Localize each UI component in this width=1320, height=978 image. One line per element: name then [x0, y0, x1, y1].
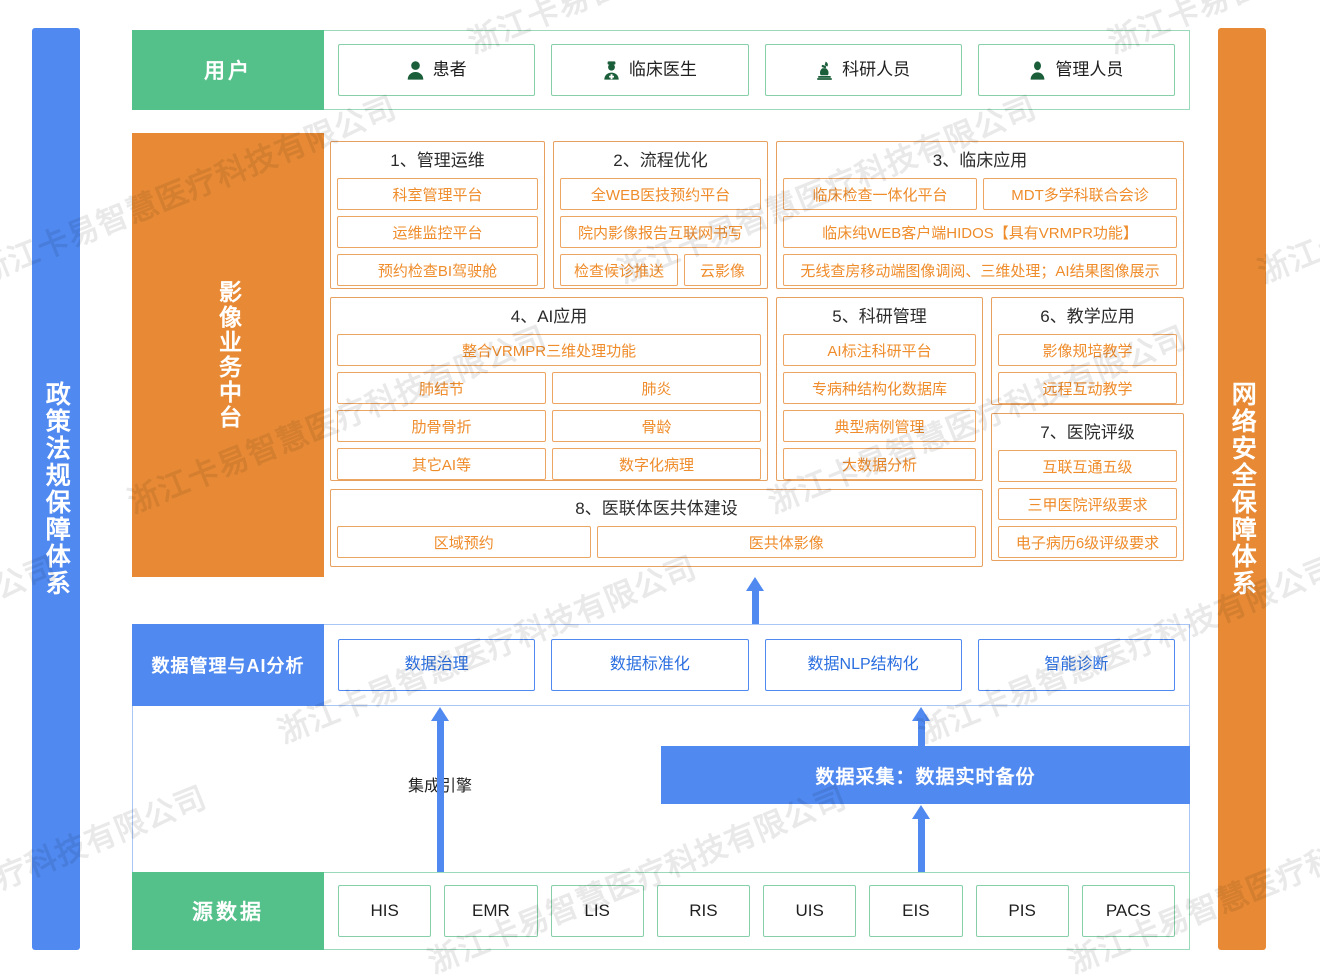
item-box[interactable]: 互联互通五级: [998, 450, 1177, 482]
item-box[interactable]: 整合VRMPR三维处理功能: [337, 334, 761, 366]
data-mgmt-chip-diagnosis[interactable]: 智能诊断: [977, 639, 1175, 691]
data-management-label-text: 数据管理与AI分析: [151, 656, 305, 676]
doctor-icon: [604, 60, 619, 80]
manager-icon: [1030, 60, 1045, 80]
user-chip-patient[interactable]: 患者: [338, 44, 536, 96]
arrow-source-to-dm-left: [431, 707, 449, 872]
item-box[interactable]: 全WEB医技预约平台: [560, 178, 761, 210]
item-box[interactable]: 骨龄: [552, 410, 761, 442]
data-mgmt-chip-nlp[interactable]: 数据NLP结构化: [764, 639, 962, 691]
user-chip-clinician[interactable]: 临床医生: [551, 44, 749, 96]
item-box[interactable]: 临床检查一体化平台: [783, 178, 977, 210]
item-box[interactable]: 专病种结构化数据库: [783, 372, 976, 404]
source-chip-uis[interactable]: UIS: [763, 885, 857, 937]
source-chip-lis[interactable]: LIS: [550, 885, 644, 937]
microscope-icon: [817, 61, 833, 80]
group-title: 6、教学应用: [1040, 307, 1135, 326]
data-collection-bar: 数据采集：数据实时备份: [661, 746, 1190, 804]
user-chip-researcher[interactable]: 科研人员: [764, 44, 962, 96]
data-management-label: 数据管理与AI分析: [132, 624, 324, 706]
item-box[interactable]: 肺结节: [337, 372, 546, 404]
data-collection-bar-label: 数据采集：数据实时备份: [815, 766, 1036, 788]
group-ai-application: 4、AI应用 整合VRMPR三维处理功能 肺结节 肺炎 肋骨骨折 骨龄 其它AI…: [330, 297, 768, 481]
imaging-midplatform-label: 影像业务中台: [132, 133, 324, 577]
arrow-source-to-collection: [912, 805, 930, 872]
source-chip-his[interactable]: HIS: [338, 885, 432, 937]
group-process-optimization: 2、流程优化 全WEB医技预约平台 院内影像报告互联网书写 检查候诊推送 云影像: [553, 141, 768, 289]
group-title: 5、科研管理: [832, 307, 927, 326]
group-teaching-application: 6、教学应用 影像规培教学 远程互动教学: [991, 297, 1184, 405]
user-row-label-text: 用户: [204, 60, 252, 83]
item-box[interactable]: 区域预约: [337, 526, 591, 558]
item-box[interactable]: 运维监控平台: [337, 216, 538, 248]
item-box[interactable]: 远程互动教学: [998, 372, 1177, 404]
group-title: 4、AI应用: [510, 307, 588, 326]
group-hospital-rating: 7、医院评级 互联互通五级 三甲医院评级要求 电子病历6级评级要求: [991, 413, 1184, 561]
source-data-row: HIS EMR LIS RIS UIS EIS PIS PACS: [324, 872, 1190, 950]
item-box[interactable]: 无线查房移动端图像调阅、三维处理；AI结果图像展示: [783, 254, 1177, 286]
group-title: 2、流程优化: [613, 151, 708, 170]
group-title: 7、医院评级: [1040, 423, 1135, 442]
item-box[interactable]: 肋骨骨折: [337, 410, 546, 442]
policy-regulation-pillar-label: 政策法规保障体系: [42, 381, 71, 597]
item-box[interactable]: 医共体影像: [596, 526, 976, 558]
user-chip-label: 患者: [432, 60, 467, 80]
source-data-label-text: 源数据: [192, 901, 264, 924]
item-box[interactable]: 典型病例管理: [783, 410, 976, 442]
user-chip-label: 临床医生: [628, 60, 697, 80]
user-chip-label: 科研人员: [842, 60, 911, 80]
item-box[interactable]: 其它AI等: [337, 448, 546, 480]
source-chip-pis[interactable]: PIS: [975, 885, 1069, 937]
user-chip-label: 管理人员: [1055, 60, 1124, 80]
item-box[interactable]: 预约检查BI驾驶舱: [337, 254, 538, 286]
data-mgmt-chip-standardization[interactable]: 数据标准化: [551, 639, 749, 691]
item-box[interactable]: 影像规培教学: [998, 334, 1177, 366]
group-clinical-application: 3、临床应用 临床检查一体化平台 MDT多学科联合会诊 临床纯WEB客户端HID…: [776, 141, 1184, 289]
group-title: 1、管理运维: [390, 151, 485, 170]
item-box[interactable]: 临床纯WEB客户端HIDOS【具有VRMPR功能】: [783, 216, 1177, 248]
data-mgmt-chip-governance[interactable]: 数据治理: [338, 639, 536, 691]
item-box[interactable]: 肺炎: [552, 372, 761, 404]
item-box[interactable]: 大数据分析: [783, 448, 976, 480]
user-row: 患者 临床医生 科研人员: [324, 30, 1190, 110]
item-box[interactable]: 三甲医院评级要求: [998, 488, 1177, 520]
imaging-midplatform-label-text: 影像业务中台: [215, 280, 242, 430]
group-medical-consortium: 8、医联体医共体建设 区域预约 医共体影像: [330, 489, 983, 567]
item-box[interactable]: 数字化病理: [552, 448, 761, 480]
source-chip-emr[interactable]: EMR: [444, 885, 538, 937]
source-chip-eis[interactable]: EIS: [869, 885, 963, 937]
item-box[interactable]: 检查候诊推送: [560, 254, 679, 286]
item-box[interactable]: 云影像: [684, 254, 761, 286]
source-chip-pacs[interactable]: PACS: [1081, 885, 1175, 937]
arrow-collection-to-dm: [912, 707, 930, 746]
source-chip-ris[interactable]: RIS: [656, 885, 750, 937]
arrow-dm-to-midplatform: [746, 577, 764, 624]
item-box[interactable]: AI标注科研平台: [783, 334, 976, 366]
group-title: 8、医联体医共体建设: [575, 499, 738, 518]
network-security-pillar-label: 网络安全保障体系: [1228, 381, 1257, 597]
imaging-midplatform-area: 1、管理运维 科室管理平台 运维监控平台 预约检查BI驾驶舱 2、流程优化 全W…: [324, 133, 1190, 577]
source-data-label: 源数据: [132, 872, 324, 950]
group-title: 3、临床应用: [932, 151, 1028, 170]
person-icon: [407, 60, 423, 80]
network-security-pillar: 网络安全保障体系: [1218, 28, 1266, 950]
item-box[interactable]: 科室管理平台: [337, 178, 538, 210]
item-box[interactable]: MDT多学科联合会诊: [983, 178, 1177, 210]
item-box[interactable]: 院内影像报告互联网书写: [560, 216, 761, 248]
group-research-management: 5、科研管理 AI标注科研平台 专病种结构化数据库 典型病例管理 大数据分析: [776, 297, 983, 481]
policy-regulation-pillar: 政策法规保障体系: [32, 28, 80, 950]
user-row-label: 用户: [132, 30, 324, 110]
group-management-ops: 1、管理运维 科室管理平台 运维监控平台 预约检查BI驾驶舱: [330, 141, 545, 289]
data-management-row: 数据治理 数据标准化 数据NLP结构化 智能诊断: [324, 624, 1190, 706]
user-chip-administrator[interactable]: 管理人员: [977, 44, 1175, 96]
item-box[interactable]: 电子病历6级评级要求: [998, 526, 1177, 558]
